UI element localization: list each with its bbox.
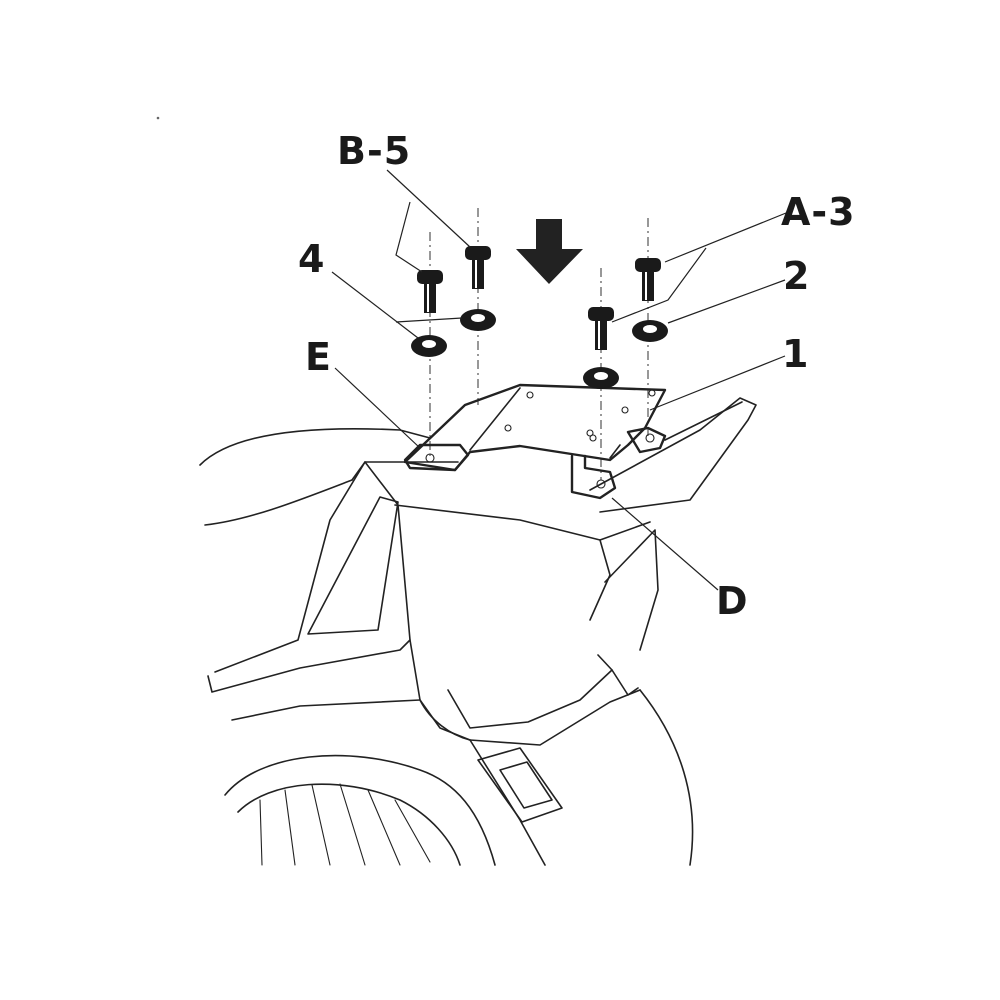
arrow-down-icon — [516, 219, 583, 284]
leader-lines — [331, 169, 787, 591]
bracket-d — [570, 426, 667, 500]
callout-b5-label: B-5 — [337, 129, 412, 173]
bolt-a3-left — [588, 307, 614, 350]
mounting-plate — [403, 383, 667, 472]
bracket-e — [403, 443, 470, 472]
callout-e-label: E — [305, 335, 332, 379]
motorcycle-body — [199, 397, 757, 866]
washer-4-left — [411, 335, 447, 357]
washer-4-right — [460, 309, 496, 331]
callout-4-label: 4 — [298, 237, 326, 281]
callout-1-label: 1 — [782, 332, 810, 376]
bolt-a3-right — [635, 258, 661, 301]
washer-2-right — [632, 320, 668, 342]
callout-d-label: D — [716, 579, 749, 623]
callout-a3-label: A-3 — [781, 190, 856, 234]
washer-2-plate — [583, 367, 619, 389]
bolt-b5-left — [417, 270, 443, 313]
callout-2-label: 2 — [783, 254, 811, 298]
bolt-b5-right — [465, 246, 491, 289]
